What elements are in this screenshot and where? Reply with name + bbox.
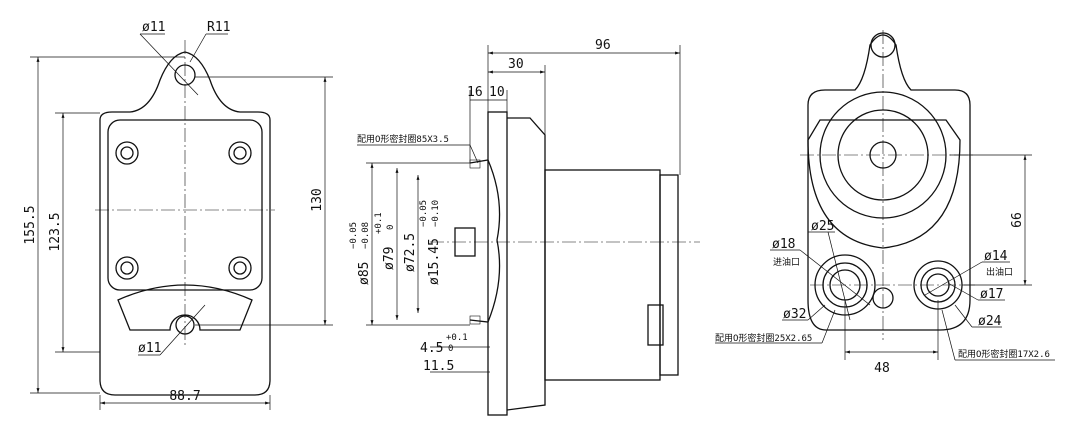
tol: −0.10 [431,200,441,227]
dim-d85: ø85 [357,262,372,285]
tol: 0 [386,225,396,230]
inlet-label: 进油口 [773,256,800,268]
dim-d11-bottom: ø11 [138,341,161,356]
dim-d24: ø24 [978,314,1002,329]
dim-d17: ø17 [980,287,1003,302]
dim-30: 30 [508,57,524,72]
outlet-label: 出油口 [986,266,1013,278]
dim-10: 10 [489,85,505,100]
dim-48: 48 [874,361,890,376]
seal-note-25: 配用O形密封圈25X2.65 [715,332,812,344]
tol: 0 [448,344,453,354]
side-view: 配用O形密封圈85X3.5 96 30 16 10 ø85−0.05−0.08 … [349,38,700,416]
dim-d25: ø25 [811,219,834,234]
dim-11-5: 11.5 [423,359,454,374]
tol: +0.1 [374,212,384,234]
dim-d32: ø32 [783,307,806,322]
dim-r11: R11 [207,20,230,35]
dim-130: 130 [310,188,325,211]
dim-d14: ø14 [984,249,1008,264]
dim-4-5: 4.5 [420,341,443,356]
dim-d15-45: ø15.45 [427,238,442,285]
dim-d72-5: ø72.5 [403,233,418,272]
tol: +0.1 [446,333,468,343]
dim-16: 16 [467,85,483,100]
dim-96: 96 [595,38,611,53]
seal-note-17: 配用O形密封圈17X2.6 [958,348,1050,360]
dim-155-5: 155.5 [23,205,38,244]
dim-123-5: 123.5 [48,212,63,251]
tol: −0.05 [349,222,359,249]
dim-d79: ø79 [382,247,397,270]
dim-66: 66 [1010,212,1025,228]
tol: −0.05 [419,200,429,227]
dim-d11-top: ø11 [142,20,165,35]
dim-d18: ø18 [772,237,795,252]
tol: −0.08 [361,222,371,249]
dim-88-7: 88.7 [169,389,200,404]
rear-view: ø25 ø18 进油口 ø32 配用O形密封圈25X2.65 ø14 出油口 ø… [715,30,1055,376]
seal-note-85: 配用O形密封圈85X3.5 [357,133,449,145]
bolt-holes [115,141,252,280]
front-view: ø11 R11 155.5 123.5 130 88.7 ø11 [23,20,333,410]
